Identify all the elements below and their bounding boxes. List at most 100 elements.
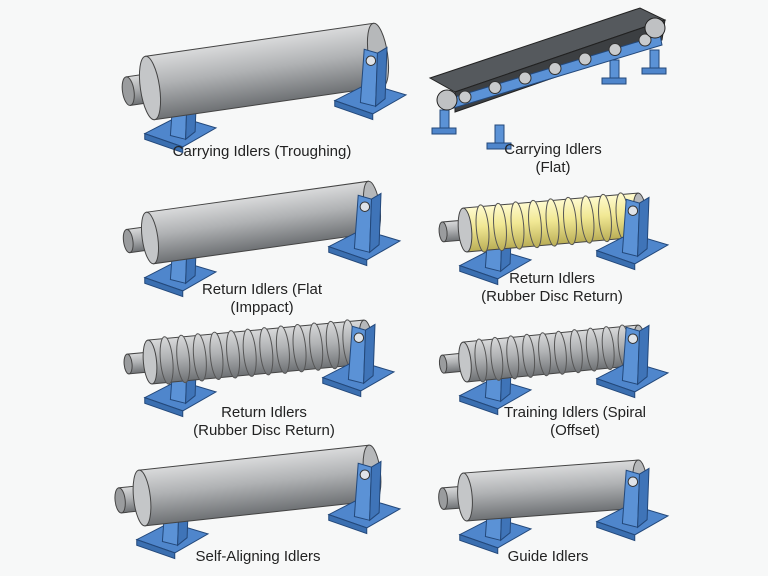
rubber-disc <box>309 322 324 371</box>
rubber-disc <box>510 201 525 250</box>
rubber-disc <box>598 193 612 243</box>
roller <box>121 22 390 121</box>
bracket-base-side <box>328 245 368 267</box>
label-return-rubber-disc-1: Return Idlers(Rubber Disc Return) <box>481 270 623 305</box>
bolt-icon <box>627 205 639 216</box>
conveyor-leg <box>649 49 660 71</box>
bolt-icon <box>359 469 371 480</box>
conveyor-flat <box>428 7 667 150</box>
rubber-disc <box>601 326 615 371</box>
label-return-rubber-disc-2: Return Idlers(Rubber Disc Return) <box>193 404 335 439</box>
bracket-side <box>375 46 388 108</box>
label-return-flat-impact: Return Idlers (Flat(Imppact) <box>201 281 323 316</box>
bracket-side <box>637 196 650 258</box>
shaft-end <box>438 221 448 243</box>
bracket-base-side <box>328 513 368 535</box>
rubber-disc <box>493 202 507 252</box>
roller-carrying-troughing <box>121 22 408 154</box>
rubber-disc <box>226 330 241 379</box>
conveyor-roller <box>488 81 502 94</box>
roller-self-aligning <box>114 444 402 560</box>
bolt-icon <box>365 55 377 66</box>
label-carrying-troughing: Carrying Idlers (Troughing) <box>172 143 352 160</box>
roller-end-cap <box>142 339 158 385</box>
bracket-base-side <box>596 249 636 271</box>
bracket-base-side <box>144 396 184 418</box>
roller-end-cap <box>132 469 152 527</box>
conveyor-leg <box>439 109 450 131</box>
roller-return-flat <box>122 180 402 298</box>
conveyor-roller <box>638 33 652 47</box>
roller-training <box>438 324 670 416</box>
bracket-side <box>363 323 376 385</box>
conveyor-foot <box>486 142 512 150</box>
end-pulley <box>436 89 458 111</box>
conveyor-leg <box>609 59 620 81</box>
rubber-disc <box>563 196 577 246</box>
rubber-disc <box>176 334 191 384</box>
bracket-side <box>637 467 650 529</box>
roller-end-cap <box>458 341 472 383</box>
bracket-base-side <box>136 538 176 560</box>
rubber-disc <box>528 199 542 249</box>
rubber-disc <box>242 328 257 377</box>
bracket-base-side <box>459 264 499 286</box>
rubber-disc <box>506 335 520 380</box>
bracket-side <box>369 460 382 522</box>
shaft-end <box>438 354 448 374</box>
roller-guide <box>438 459 670 555</box>
rubber-disc <box>209 331 224 381</box>
rubber-disc <box>522 333 536 378</box>
shaft-end <box>438 487 448 510</box>
rubber-disc <box>192 333 207 382</box>
bracket-base-side <box>596 377 636 399</box>
conveyor-foot <box>431 127 457 135</box>
roller-end-cap <box>138 55 162 121</box>
roller-return-rubber-disc <box>123 319 396 418</box>
roller-end-cap <box>457 207 473 253</box>
bolt-icon <box>359 201 371 212</box>
rubber-disc <box>275 325 290 374</box>
bracket-base-side <box>459 394 499 416</box>
bracket-base-side <box>596 520 636 542</box>
roller-end-cap <box>457 472 473 522</box>
conveyor-foot <box>601 77 627 85</box>
shaft-end <box>122 228 134 254</box>
rubber-disc <box>569 329 583 374</box>
conveyor-roller <box>608 43 622 56</box>
rubber-disc <box>475 204 490 253</box>
rubber-disc <box>538 332 551 377</box>
rubber-disc <box>159 336 174 385</box>
bracket-base-side <box>334 99 374 121</box>
conveyor-roller <box>548 62 562 75</box>
bracket-side <box>637 324 650 386</box>
roller-end-cap <box>140 211 160 265</box>
label-self-aligning: Self-Aligning Idlers <box>195 548 321 565</box>
shaft-end <box>114 487 126 514</box>
bracket-base-side <box>144 132 184 154</box>
bracket-side <box>369 192 382 254</box>
conveyor-foot <box>641 67 667 75</box>
rubber-disc <box>292 323 307 373</box>
rubber-disc <box>545 198 560 247</box>
bracket-base-side <box>144 276 184 298</box>
label-carrying-flat: Carrying Idlers(Flat) <box>504 141 602 176</box>
rubber-disc <box>554 330 567 375</box>
conveyor-leg <box>494 124 505 146</box>
roller-return-rubber-disc-yellow <box>438 192 670 286</box>
rubber-disc <box>474 338 488 383</box>
rubber-disc <box>325 320 340 370</box>
label-guide: Guide Idlers <box>507 548 589 565</box>
rubber-disc <box>259 327 274 376</box>
label-training-spiral-offset: Training Idlers (Spiral(Offset) <box>504 404 646 439</box>
conveyor-roller <box>578 52 592 66</box>
conveyor-roller <box>458 90 472 104</box>
rubber-disc <box>490 336 504 381</box>
rubber-disc <box>585 327 599 372</box>
bolt-icon <box>627 333 639 344</box>
roller <box>438 324 647 383</box>
shaft-end <box>123 353 133 375</box>
shaft-end <box>121 76 135 106</box>
rubber-disc <box>580 195 595 244</box>
